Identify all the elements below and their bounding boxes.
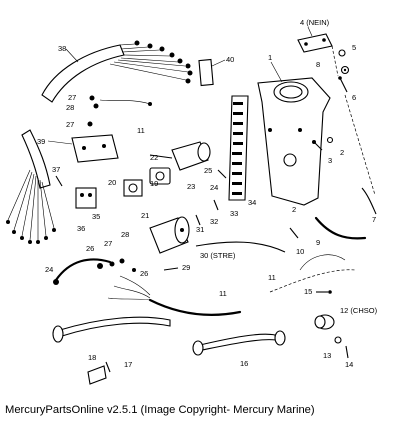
callout-5: 5 bbox=[352, 43, 356, 52]
callout-40: 40 bbox=[226, 55, 234, 64]
part-solenoid-relay bbox=[149, 216, 190, 254]
callout-28-top: 28 bbox=[66, 103, 74, 112]
parts-27-28-top bbox=[87, 95, 99, 127]
part-11-harness-center bbox=[107, 275, 242, 316]
callout-8: 8 bbox=[316, 60, 320, 69]
callout-2-upper: 2 bbox=[340, 148, 344, 157]
callout-35: 35 bbox=[92, 212, 100, 221]
part-15-screw bbox=[316, 290, 332, 294]
exploded-parts-diagram: 38 40 4 (NEIN) 5 8 6 1 3 2 7 bbox=[6, 18, 378, 385]
part-38-harness-sleeve bbox=[41, 40, 193, 103]
part-29-screw bbox=[163, 267, 179, 271]
callout-29: 29 bbox=[182, 263, 190, 272]
callout-38: 38 bbox=[58, 44, 66, 53]
part-7-lead bbox=[361, 187, 377, 215]
callout-10: 10 bbox=[296, 247, 304, 256]
part-23-ignition-switch bbox=[149, 141, 211, 171]
callout-20: 20 bbox=[108, 178, 116, 187]
part-39-bracket bbox=[71, 134, 119, 163]
part-20-bezel bbox=[123, 179, 143, 197]
part-8-washer bbox=[340, 65, 350, 75]
callout-39: 39 bbox=[37, 137, 45, 146]
callout-14: 14 bbox=[345, 360, 353, 369]
part-left-wiring-bundle bbox=[6, 129, 56, 244]
callout-15: 15 bbox=[304, 287, 312, 296]
part-31-screw bbox=[195, 214, 201, 226]
callout-21: 21 bbox=[141, 211, 149, 220]
callout-13: 13 bbox=[323, 351, 331, 360]
part-33-terminal-block bbox=[228, 95, 249, 201]
callout-9: 9 bbox=[316, 238, 320, 247]
part-6-screw bbox=[338, 76, 348, 93]
part-battery-cable-left bbox=[52, 316, 171, 343]
callout-34: 34 bbox=[248, 198, 256, 207]
callout-33: 33 bbox=[230, 209, 238, 218]
callout-24: 24 bbox=[45, 265, 53, 274]
callout-22: 22 bbox=[150, 153, 158, 162]
callout-17: 17 bbox=[124, 360, 132, 369]
small-nuts bbox=[97, 258, 136, 272]
part-19-plate bbox=[149, 167, 171, 185]
callout-28-mid: 28 bbox=[121, 230, 129, 239]
part-32-screw bbox=[213, 199, 219, 211]
callout-1: 1 bbox=[268, 53, 272, 62]
callout-23: 23 bbox=[187, 182, 195, 191]
part-16-battery-cable bbox=[192, 330, 286, 356]
part-18-clip bbox=[87, 365, 107, 385]
callout-6: 6 bbox=[352, 93, 356, 102]
callout-36: 36 bbox=[77, 224, 85, 233]
part-30-cable bbox=[195, 241, 286, 253]
part-2-washer bbox=[326, 136, 334, 144]
callout-37: 37 bbox=[52, 165, 60, 174]
callout-27-lower: 27 bbox=[66, 120, 74, 129]
callout-7: 7 bbox=[372, 215, 376, 224]
part-37-screw bbox=[55, 175, 63, 187]
callout-19: 19 bbox=[150, 179, 158, 188]
part-1-mounting-bracket bbox=[257, 77, 331, 206]
image-caption: MercuryPartsOnline v2.5.1 (Image Copyrig… bbox=[5, 404, 315, 416]
callout-16: 16 bbox=[240, 359, 248, 368]
callout-32: 32 bbox=[210, 217, 218, 226]
part-25-screw bbox=[217, 169, 227, 179]
part-3-screw bbox=[312, 140, 323, 151]
part-10-clip bbox=[289, 227, 299, 239]
part-5-nut bbox=[338, 49, 346, 57]
callout-26-right: 26 bbox=[140, 269, 148, 278]
callout-11-center: 11 bbox=[219, 289, 227, 298]
callout-30: 30 (STRE) bbox=[200, 251, 236, 260]
callout-4: 4 (NEIN) bbox=[300, 18, 330, 27]
part-9-cable bbox=[314, 216, 367, 240]
callout-31: 31 bbox=[196, 225, 204, 234]
callout-27-top: 27 bbox=[68, 93, 76, 102]
part-24-cable bbox=[53, 258, 112, 285]
part-11-harness-top bbox=[99, 99, 152, 106]
part-35-connector bbox=[75, 187, 97, 209]
part-17-screw bbox=[105, 361, 111, 373]
callout-26-left: 26 bbox=[86, 244, 94, 253]
part-12-choke bbox=[314, 314, 335, 330]
callout-11-right: 11 bbox=[268, 273, 276, 282]
callout-11-top: 11 bbox=[137, 126, 145, 135]
callout-24-switch: 24 bbox=[210, 183, 218, 192]
callout-3: 3 bbox=[328, 156, 332, 165]
part-4-switch bbox=[297, 33, 333, 53]
part-40-decal bbox=[198, 58, 214, 87]
callout-18: 18 bbox=[88, 353, 96, 362]
part-14-screw bbox=[345, 345, 349, 359]
callout-2-lower: 2 bbox=[292, 205, 296, 214]
part-11-harness-right bbox=[269, 254, 356, 293]
callout-25: 25 bbox=[204, 166, 212, 175]
part-13-nut bbox=[334, 336, 342, 344]
callout-12: 12 (CHSO) bbox=[340, 306, 378, 315]
callout-27-mid: 27 bbox=[104, 239, 112, 248]
